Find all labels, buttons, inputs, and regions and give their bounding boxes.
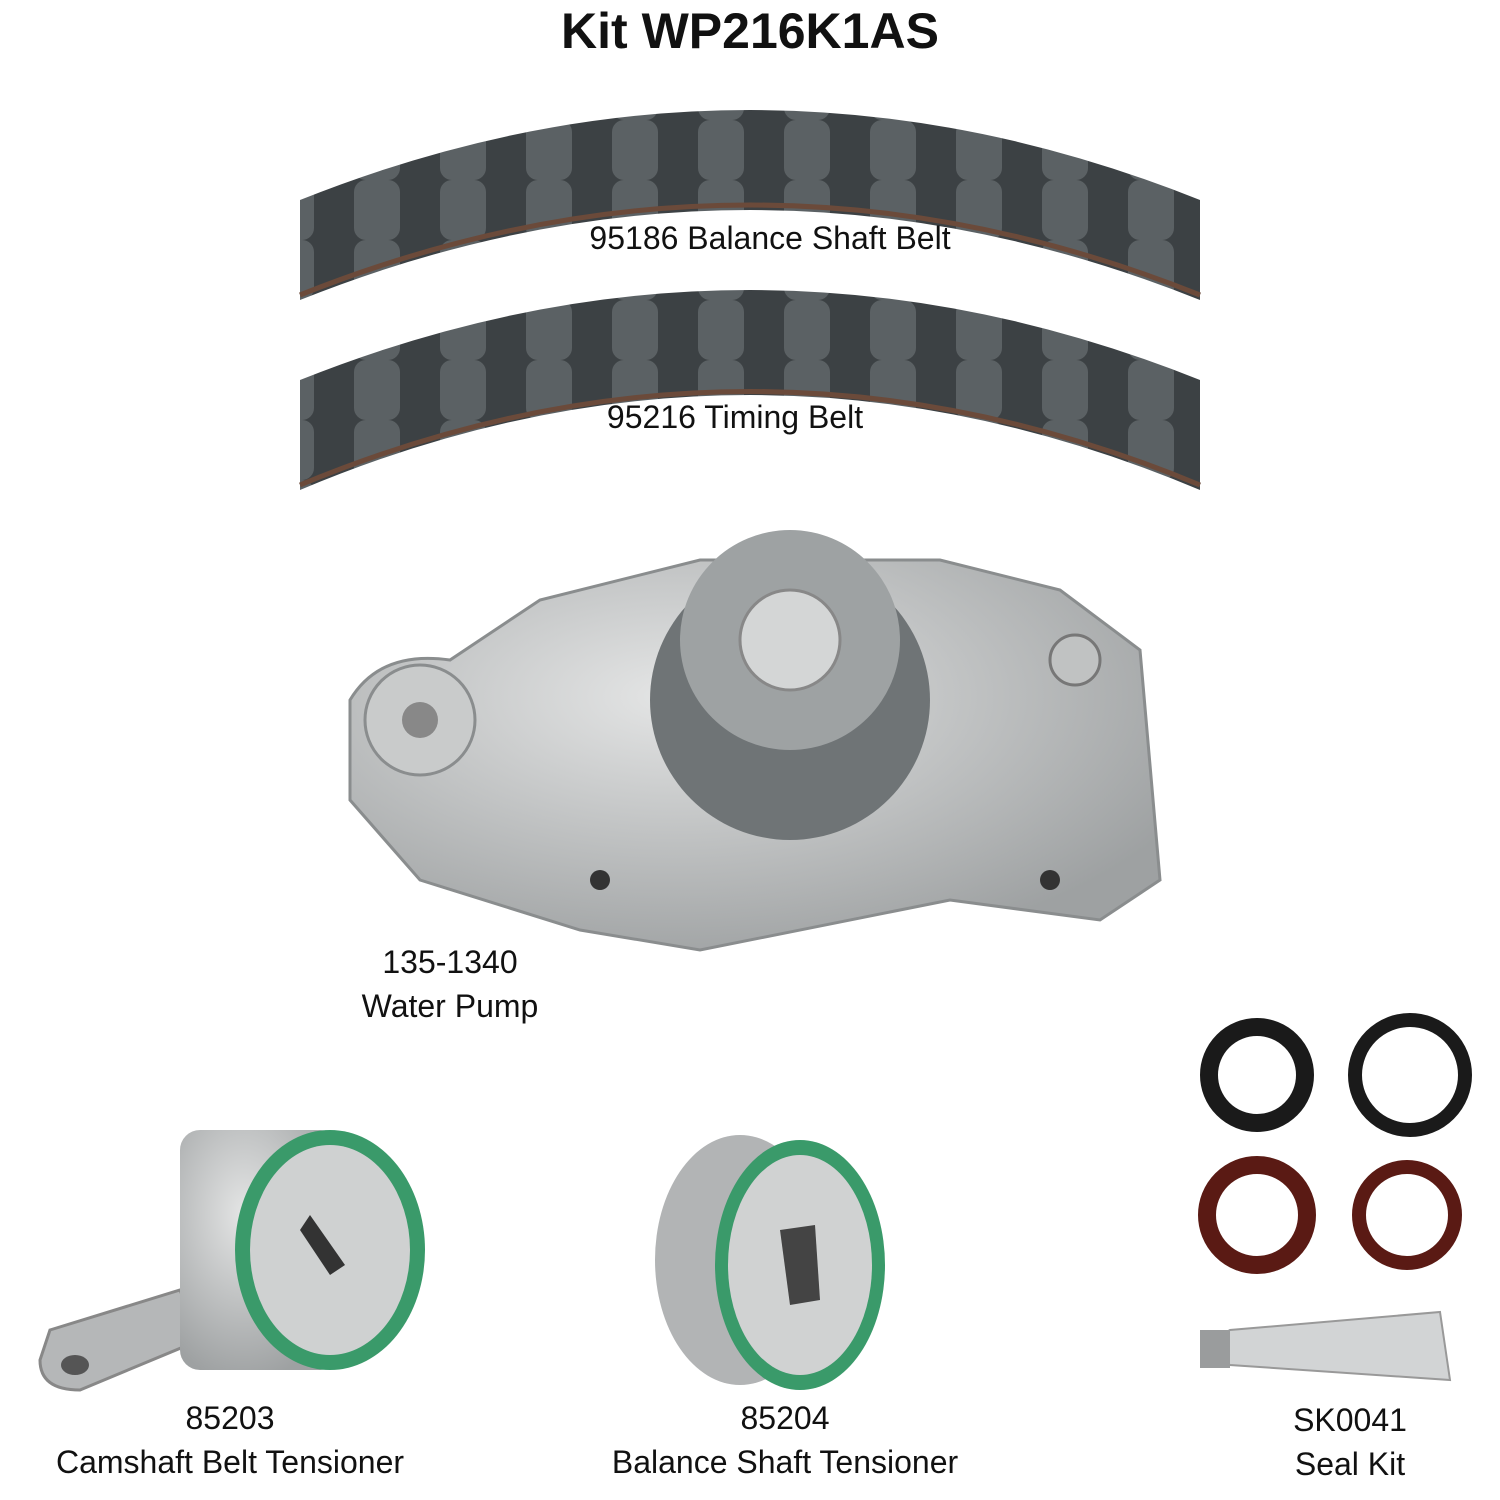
timing-belt-image	[299, 290, 1201, 490]
seal-kit-name: Seal Kit	[1294, 1446, 1406, 1482]
balance-shaft-tensioner-name: Balance Shaft Tensioner	[611, 1444, 959, 1480]
camshaft-tensioner-name: Camshaft Belt Tensioner	[55, 1444, 405, 1480]
seal-kit-label: SK0041 Seal Kit	[1230, 1398, 1470, 1486]
balance-shaft-belt-label: 95186 Balance Shaft Belt	[589, 220, 951, 256]
camshaft-tensioner-number: 85203	[185, 1400, 275, 1436]
balance-shaft-tensioner-label: 85204 Balance Shaft Tensioner	[560, 1396, 1010, 1484]
balance-shaft-tensioner-number: 85204	[740, 1400, 830, 1436]
water-pump-name: Water Pump	[361, 988, 539, 1024]
water-pump-image	[348, 530, 1162, 952]
seal-kit-image	[1198, 1013, 1472, 1382]
balance-shaft-belt-image	[299, 110, 1201, 300]
balance-shaft-tensioner-image	[655, 1135, 885, 1390]
water-pump-label: 135-1340 Water Pump	[300, 940, 600, 1028]
water-pump-number: 135-1340	[382, 944, 518, 980]
timing-belt-label: 95216 Timing Belt	[606, 399, 864, 435]
seal-kit-number: SK0041	[1293, 1402, 1407, 1438]
camshaft-tensioner-label: 85203 Camshaft Belt Tensioner	[0, 1396, 460, 1484]
camshaft-belt-tensioner-image	[38, 1130, 425, 1392]
kit-title: Kit WP216K1AS	[561, 3, 939, 59]
